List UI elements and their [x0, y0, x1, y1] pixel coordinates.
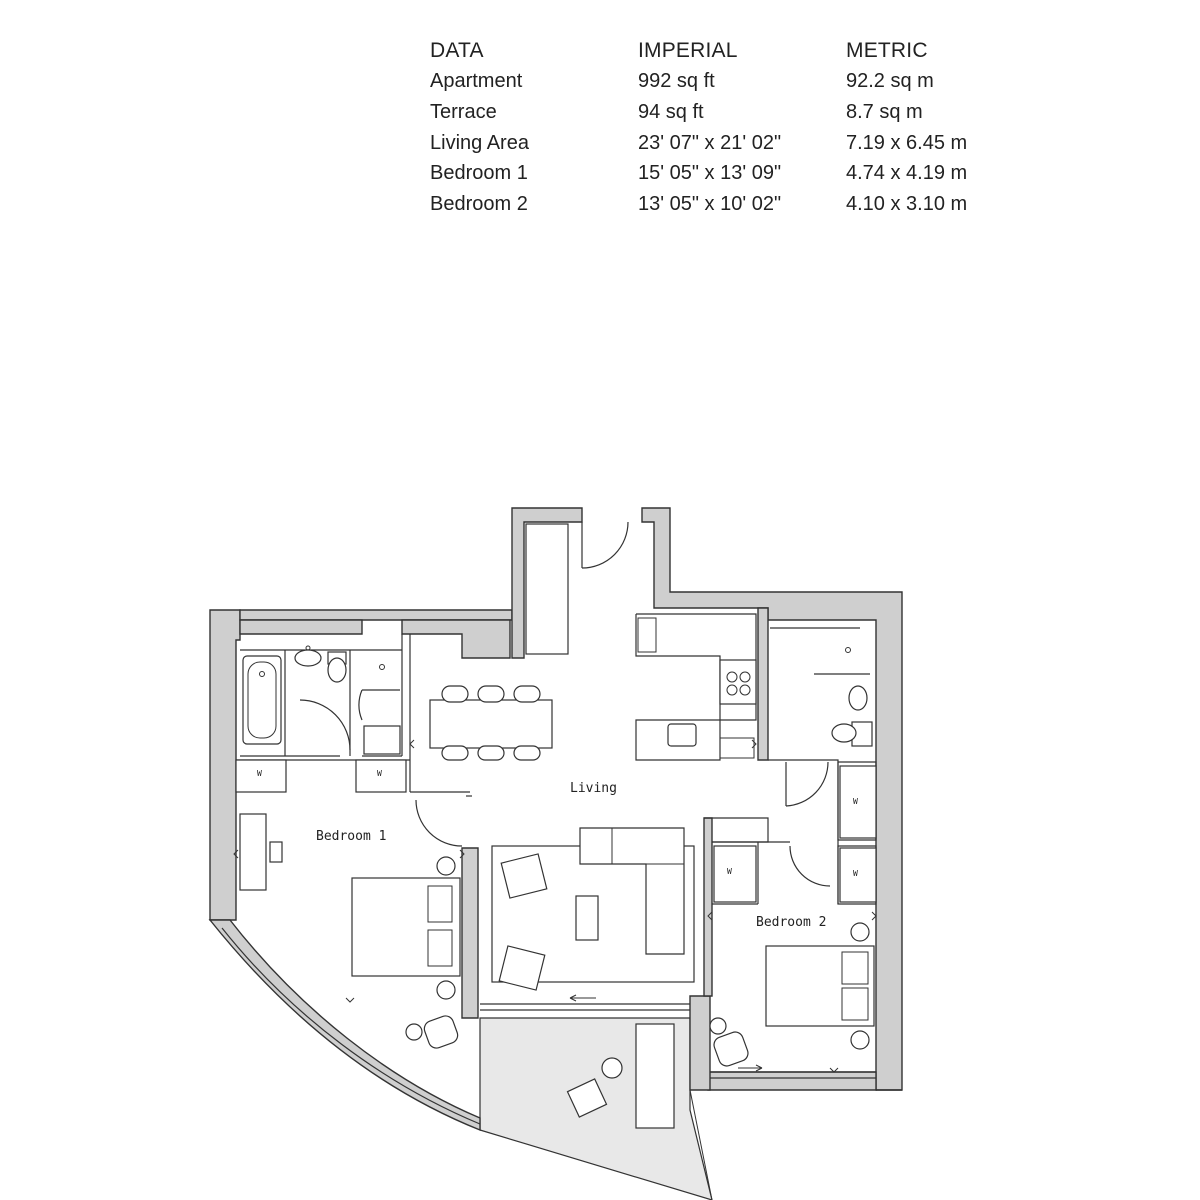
spec-table: DATA IMPERIAL METRIC Apartment 992 sq ft… [430, 36, 967, 220]
header-metric: METRIC [846, 39, 928, 63]
wardrobe [355, 759, 407, 793]
toilet [831, 723, 857, 743]
table-row: Terrace 94 sq ft 8.7 sq m [430, 97, 967, 128]
kitchen-sink [667, 723, 697, 747]
outdoor-sofa [635, 1023, 675, 1129]
living-furniture [491, 827, 695, 991]
double-bed [351, 877, 461, 977]
armchair [500, 853, 548, 899]
room-label-living: Living [570, 781, 617, 796]
header-imperial: IMPERIAL [638, 39, 738, 63]
row-label: Apartment [430, 70, 523, 93]
armchair [423, 1015, 459, 1049]
row-metric: 4.10 x 3.10 m [846, 192, 968, 215]
bathtub [242, 655, 282, 745]
row-imperial: 15' 05" x 13' 09" [638, 162, 782, 185]
double-bed [765, 945, 875, 1027]
row-metric: 7.19 x 6.45 m [846, 131, 968, 154]
row-metric: 8.7 sq m [846, 100, 923, 123]
sofa [579, 827, 685, 955]
window-markers [233, 739, 877, 1073]
row-imperial: 13' 05" x 10' 02" [638, 192, 782, 215]
room-label-bedroom-1: Bedroom 1 [316, 829, 386, 844]
table-row: Bedroom 2 13' 05" x 10' 02" 4.10 x 3.10 … [430, 189, 967, 220]
wardrobe [839, 847, 877, 903]
sink [848, 685, 868, 711]
wardrobe-mark: W [853, 869, 858, 878]
terrace-furniture [566, 1023, 675, 1129]
outer-walls [208, 507, 903, 1200]
row-imperial: 23' 07" x 21' 02" [638, 131, 782, 154]
armchair [498, 945, 546, 991]
armchair [713, 1031, 749, 1067]
storage-cupboard [525, 523, 569, 655]
row-label: Bedroom 1 [430, 162, 528, 185]
wardrobe-mark: W [853, 797, 858, 806]
wardrobe-mark: W [257, 769, 262, 778]
table-row: Bedroom 1 15' 05" x 13' 09" 4.74 x 4.19 … [430, 158, 967, 189]
wardrobe [839, 765, 877, 839]
wardrobe [235, 759, 287, 793]
dining-table [429, 699, 553, 749]
interior-walls [236, 607, 877, 1079]
wardrobe [713, 845, 757, 903]
desk [239, 813, 267, 891]
row-label: Bedroom 2 [430, 192, 528, 215]
wardrobe-mark: W [377, 769, 382, 778]
toilet [327, 657, 347, 683]
coffee-table [575, 895, 599, 941]
row-label: Living Area [430, 131, 529, 154]
spec-table-header: DATA IMPERIAL METRIC [430, 36, 967, 67]
bedroom2-furniture [709, 765, 877, 1067]
table-row: Living Area 23' 07" x 21' 02" 7.19 x 6.4… [430, 128, 967, 159]
room-label-bedroom-2: Bedroom 2 [756, 915, 826, 930]
row-label: Terrace [430, 100, 497, 123]
doors [299, 521, 831, 887]
hob [719, 659, 757, 705]
bedroom1-furniture [235, 759, 461, 1049]
washer [363, 725, 401, 755]
wardrobe-marks: W W W W W [257, 769, 858, 878]
wardrobe-mark: W [727, 867, 732, 876]
table-row: Apartment 992 sq ft 92.2 sq m [430, 67, 967, 98]
sink [294, 649, 322, 667]
row-imperial: 94 sq ft [638, 100, 704, 123]
header-data: DATA [430, 39, 484, 63]
row-metric: 4.74 x 4.19 m [846, 162, 968, 185]
row-metric: 92.2 sq m [846, 70, 934, 93]
kitchen [429, 523, 757, 761]
row-imperial: 992 sq ft [638, 70, 715, 93]
outdoor-chair [566, 1078, 608, 1118]
bathroom-fixtures [242, 645, 873, 755]
